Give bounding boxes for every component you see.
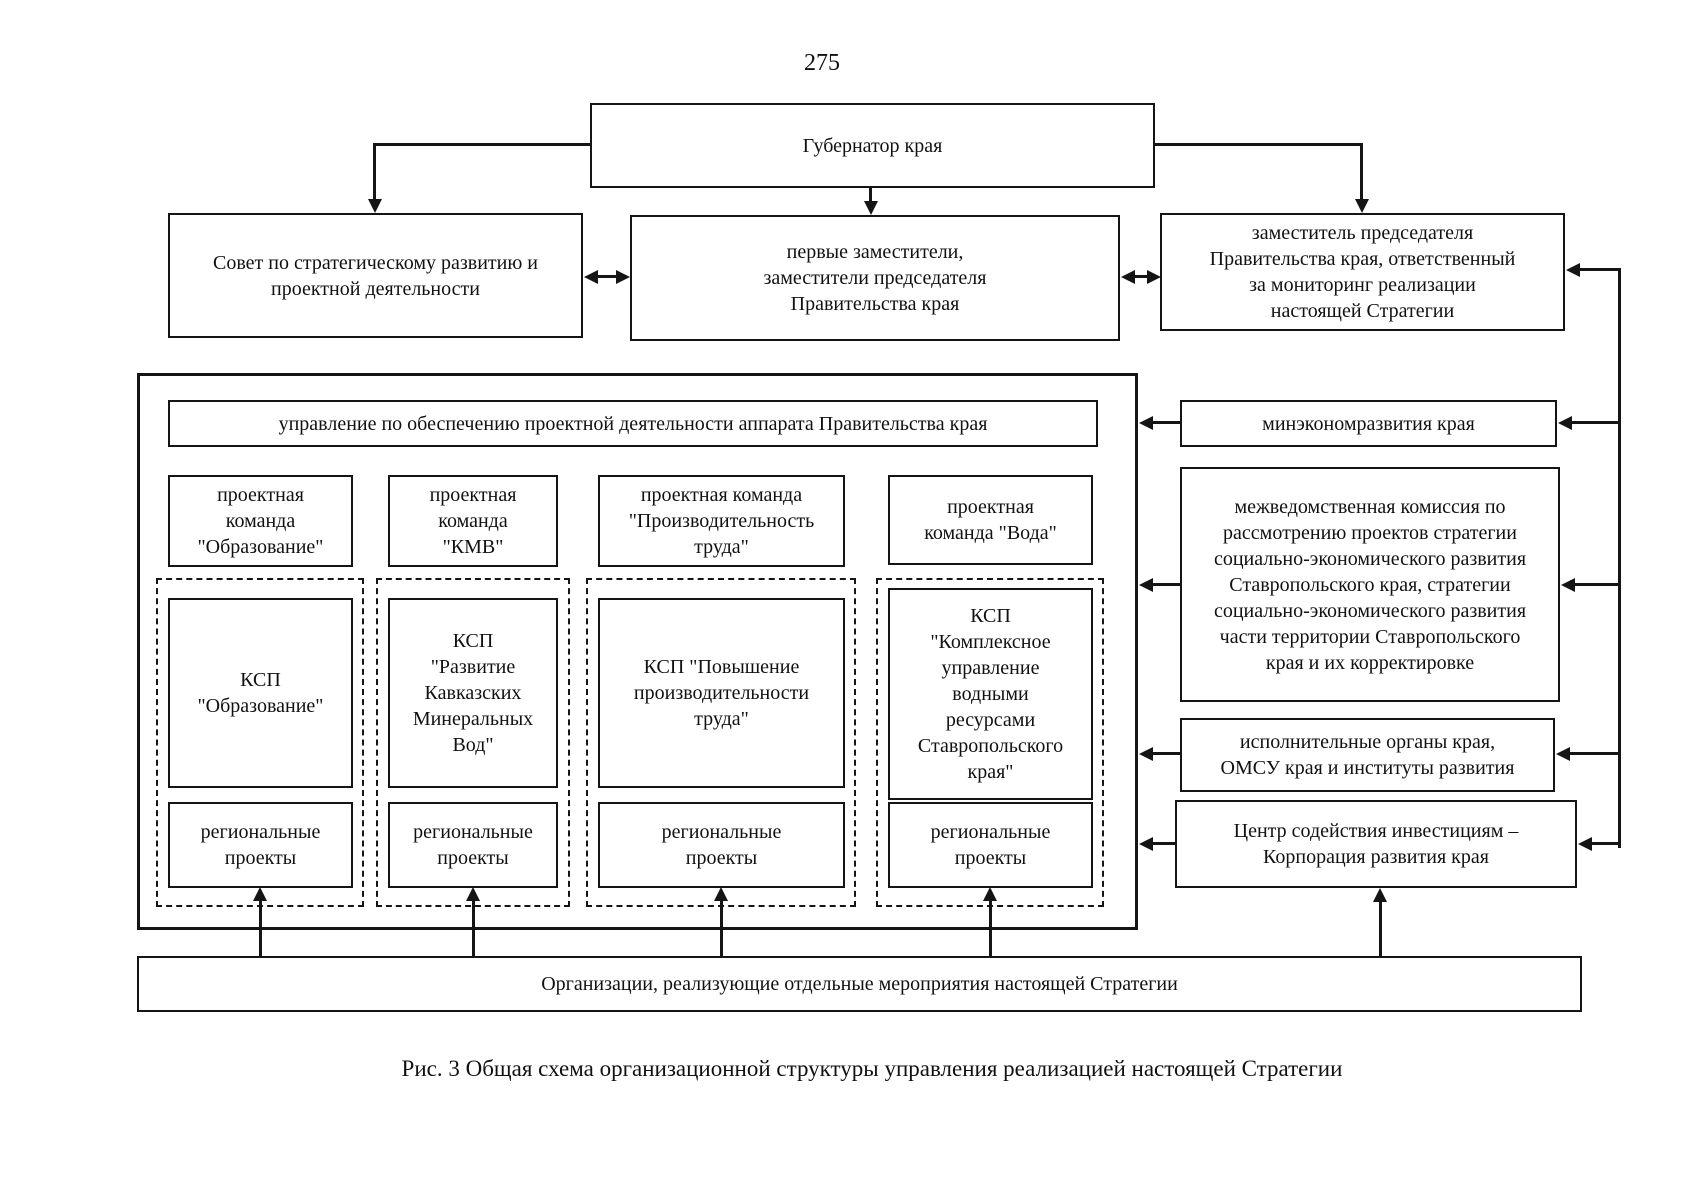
ksp-box: КСП "Комплексное управление водными ресу… <box>888 588 1093 800</box>
project-team-box: проектная команда "Вода" <box>888 475 1093 565</box>
arrowhead-down-deputies-icon <box>864 201 878 215</box>
connector-governor-to-vice-chair-h <box>1155 143 1363 146</box>
connector-org-regional-2 <box>472 900 475 956</box>
connector-governor-to-deputies-v <box>869 188 872 202</box>
council-box: Совет по стратегическому развитию и прое… <box>168 213 583 338</box>
organizations-box: Организации, реализующие отдельные мероп… <box>137 956 1582 1012</box>
arrowhead-down-council-icon <box>368 199 382 213</box>
arrowhead-left-container-executive-icon <box>1139 747 1153 761</box>
connector-org-invest <box>1379 901 1382 956</box>
connector-governor-to-council-h <box>373 143 590 146</box>
connector-org-regional-4 <box>989 900 992 956</box>
connector-trunk-commission <box>1573 583 1621 586</box>
arrowhead-left-invest-right-icon <box>1578 837 1592 851</box>
connector-governor-to-vice-chair-v <box>1360 143 1363 200</box>
arrowhead-left-commission-right-icon <box>1561 578 1575 592</box>
connector-governor-to-council-v <box>373 143 376 200</box>
arrowhead-up-invest-icon <box>1373 888 1387 902</box>
connector-council-deputies <box>596 275 618 278</box>
arrowhead-up-regional-3-icon <box>714 887 728 901</box>
ksp-box: КСП "Образование" <box>168 598 353 788</box>
arrowhead-left-container-min-econ-icon <box>1139 416 1153 430</box>
project-office-container <box>137 373 1138 930</box>
arrowhead-left-container-commission-icon <box>1139 578 1153 592</box>
arrowhead-up-regional-2-icon <box>466 887 480 901</box>
connector-min-econ-container <box>1151 421 1180 424</box>
connector-trunk-executive <box>1568 752 1621 755</box>
connector-trunk-vice-chair <box>1578 268 1621 271</box>
connector-executive-container <box>1151 752 1180 755</box>
arrowhead-left-council-icon <box>584 270 598 284</box>
governor-box: Губернатор края <box>590 103 1155 188</box>
arrowhead-right-vice-chair-icon <box>1147 270 1161 284</box>
connector-trunk-invest <box>1590 842 1621 845</box>
arrowhead-up-regional-4-icon <box>983 887 997 901</box>
connector-right-trunk <box>1618 270 1621 848</box>
ksp-box: КСП "Повышение производительности труда" <box>598 598 845 788</box>
regional-projects-box: региональные проекты <box>598 802 845 888</box>
project-office-box: управление по обеспечению проектной деят… <box>168 400 1098 447</box>
connector-commission-container <box>1151 583 1180 586</box>
arrowhead-up-regional-1-icon <box>253 887 267 901</box>
connector-invest-container <box>1151 842 1175 845</box>
connector-trunk-min-econ <box>1570 421 1621 424</box>
commission-box: межведомственная комиссия по рассмотрени… <box>1180 467 1560 702</box>
invest-center-box: Центр содействия инвестициям – Корпораци… <box>1175 800 1577 888</box>
min-econ-box: минэкономразвития края <box>1180 400 1557 447</box>
arrowhead-right-deputies-icon <box>616 270 630 284</box>
connector-org-regional-1 <box>259 900 262 956</box>
page-number: 275 <box>804 50 840 76</box>
project-team-box: проектная команда "Производительность тр… <box>598 475 845 567</box>
arrowhead-left-container-invest-icon <box>1139 837 1153 851</box>
project-team-box: проектная команда "Образование" <box>168 475 353 567</box>
connector-deputies-vice-chair <box>1133 275 1149 278</box>
deputies-box: первые заместители, заместители председа… <box>630 215 1120 341</box>
arrowhead-left-vice-chair-right-icon <box>1566 263 1580 277</box>
regional-projects-box: региональные проекты <box>888 802 1093 888</box>
arrowhead-left-deputies-icon <box>1121 270 1135 284</box>
arrowhead-left-min-econ-right-icon <box>1558 416 1572 430</box>
ksp-box: КСП "Развитие Кавказских Минеральных Вод… <box>388 598 558 788</box>
regional-projects-box: региональные проекты <box>168 802 353 888</box>
arrowhead-left-executive-right-icon <box>1556 747 1570 761</box>
regional-projects-box: региональные проекты <box>388 802 558 888</box>
arrowhead-down-vice-chair-icon <box>1355 199 1369 213</box>
figure-caption: Рис. 3 Общая схема организационной струк… <box>401 1056 1343 1081</box>
executive-bodies-box: исполнительные органы края, ОМСУ края и … <box>1180 718 1555 792</box>
project-team-box: проектная команда "КМВ" <box>388 475 558 567</box>
connector-org-regional-3 <box>720 900 723 956</box>
vice-chair-box: заместитель председателя Правительства к… <box>1160 213 1565 331</box>
